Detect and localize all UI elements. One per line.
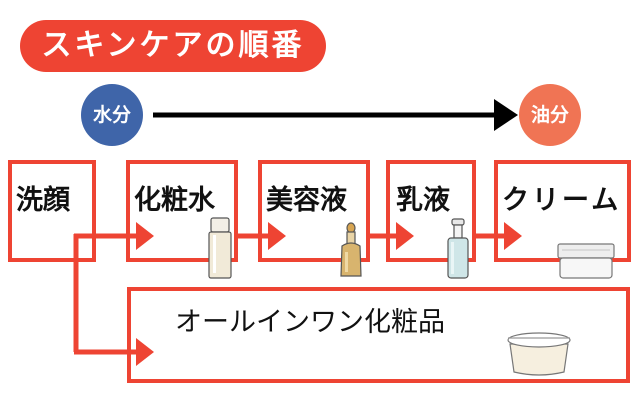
arrow-toner-to-serum	[236, 222, 286, 250]
step-label-serum: 美容液	[266, 185, 347, 216]
all-in-one-box	[127, 287, 630, 383]
step-label-cleansing: 洗顔	[16, 185, 70, 216]
all-in-one-label: オールインワン化粧品	[175, 307, 445, 338]
oil-badge: 油分	[519, 84, 581, 146]
step-box-toner	[126, 160, 238, 262]
arrow-cleansing-to-all-in-one	[73, 234, 154, 366]
cream-jar-icon	[557, 243, 615, 279]
page-title: スキンケアの順番	[20, 20, 326, 72]
step-box-cleansing	[8, 160, 96, 262]
step-label-cream: クリーム	[502, 185, 622, 216]
flow-arrows	[73, 222, 522, 366]
dropper-bottle-icon	[340, 222, 362, 277]
pump-bottle-icon	[447, 218, 469, 279]
step-box-serum	[258, 160, 370, 262]
step-box-emulsion	[386, 160, 476, 262]
arrow-serum-to-emulsion	[368, 222, 414, 250]
tall-bottle-icon	[208, 217, 232, 279]
step-label-toner: 化粧水	[134, 185, 215, 216]
arrow-cleansing-to-toner	[74, 222, 154, 250]
step-label-emulsion: 乳液	[396, 185, 450, 216]
water-badge: 水分	[81, 84, 143, 146]
large-jar-icon	[507, 332, 571, 376]
arrow-emulsion-to-cream	[474, 222, 522, 250]
